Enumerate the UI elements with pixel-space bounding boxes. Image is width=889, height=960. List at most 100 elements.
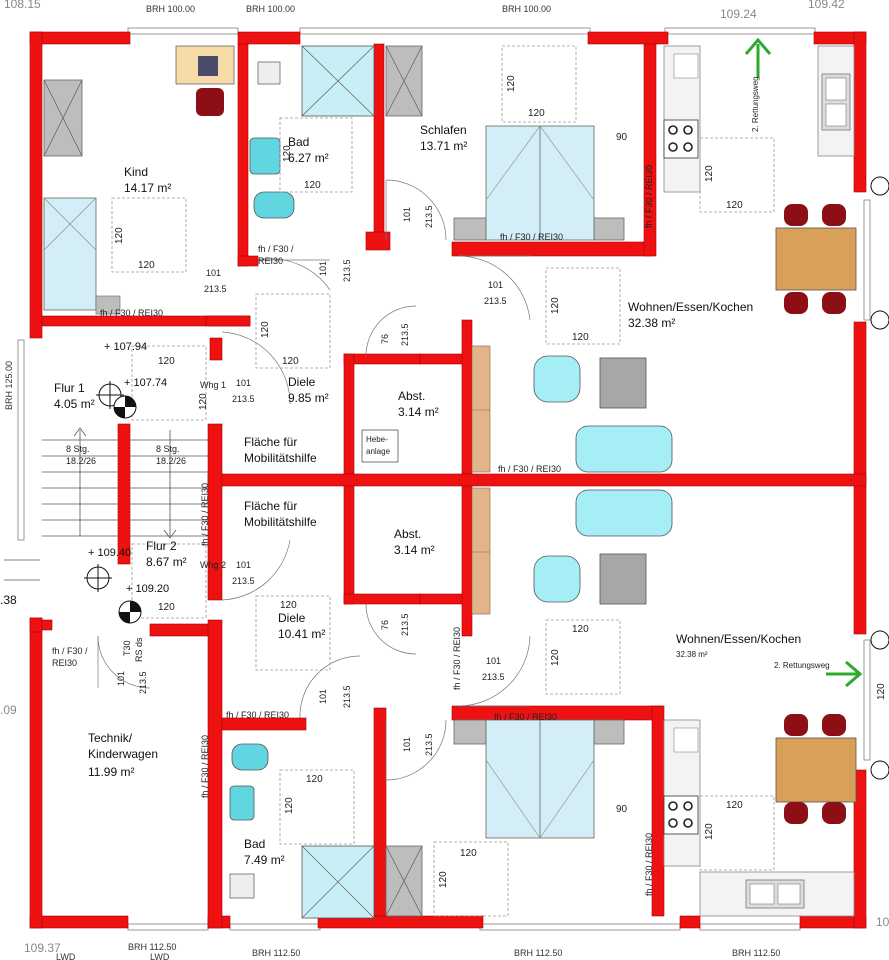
fire-ratings: fh / F30 / REI30 fh / F30 / REI30 fh / F… — [52, 165, 654, 896]
room-area-flur1: 4.05 m² — [54, 397, 95, 411]
brh-label: BRH 125.00 — [4, 361, 14, 410]
room-area-flur2: 8.67 m² — [146, 555, 187, 569]
rettungsweg-label-bottom: 2. Rettungsweg — [774, 661, 830, 670]
room-name-flur2: Flur 2 — [146, 539, 177, 553]
dim-door-2135: 213.5 — [400, 613, 410, 636]
hebeanlage-label-1: Hebe- — [366, 435, 388, 444]
coffee-table-bottom — [599, 553, 647, 605]
dim-120: 120 — [284, 797, 295, 814]
fire-label-bad-top-2: REI30 — [258, 256, 283, 266]
hebeanlage-box — [361, 429, 399, 463]
brh-label: BRH 100.00 — [502, 4, 551, 14]
elevation-label: 109.42 — [808, 0, 845, 11]
brh-label: BRH 112.50 — [514, 948, 562, 958]
dim-door-101: 101 — [206, 268, 221, 278]
elevation-label: .38 — [0, 593, 17, 607]
stairs-left-1: 8 Stg. — [66, 444, 90, 454]
fire-label-technik-wall: fh / F30 / REI30 — [200, 735, 210, 798]
room-name-wohnen-bottom: Wohnen/Essen/Kochen — [676, 632, 801, 646]
dim-door-2135: 213.5 — [342, 259, 352, 282]
washbasin-top — [249, 137, 281, 175]
sofa-bottom — [575, 489, 673, 537]
dim-120: 120 — [138, 260, 155, 271]
t30-label: T30 — [122, 640, 132, 656]
dim-120: 120 — [572, 624, 589, 635]
room-name-flur1: Flur 1 — [54, 381, 85, 395]
room-name-abst-top: Abst. — [398, 389, 425, 403]
bath-fixtures — [229, 45, 375, 919]
dim-door-101: 101 — [402, 207, 412, 222]
room-name-technik-1: Technik/ — [88, 731, 133, 745]
dim-door-76: 76 — [380, 620, 390, 630]
room-name-diele-bottom: Diele — [278, 611, 306, 625]
lwd-label: LWD — [150, 952, 170, 960]
elevation-label: + 107.74 — [124, 377, 167, 389]
dim-120: 120 — [304, 180, 321, 191]
brh-label: BRH 100.00 — [146, 4, 195, 14]
room-area-bad-top: 6.27 m² — [288, 151, 329, 165]
bed-kind — [43, 197, 97, 311]
walls — [29, 31, 867, 929]
elevation-label: 108.15 — [4, 0, 41, 11]
fire-label-bedroom-bottom: fh / F30 / REI30 — [494, 712, 557, 722]
wood-panel-top — [471, 345, 491, 473]
rs-label: RS ds — [134, 637, 144, 662]
room-area-diele-top: 9.85 m² — [288, 391, 329, 405]
dim-120: 120 — [528, 108, 545, 119]
dim-120: 120 — [460, 848, 477, 859]
dim-120: 120 — [114, 227, 125, 244]
beds — [43, 125, 595, 839]
fire-label-bad-top-1: fh / F30 / — [258, 244, 294, 254]
dim-door-76: 76 — [380, 334, 390, 344]
drain-bottom — [229, 873, 255, 899]
elevation-label: 10 — [876, 915, 889, 929]
fire-label-abst-bottom: fh / F30 / REI30 — [452, 627, 462, 690]
dim-door-101: 101 — [402, 737, 412, 752]
room-labels: Kind 14.17 m² Bad 6.27 m² Schlafen 13.71… — [54, 123, 801, 867]
hob-top — [663, 119, 699, 159]
dining-table-top — [775, 227, 857, 291]
stairs-right-2: 18.2/26 — [156, 456, 186, 466]
stairs-right-1: 8 Stg. — [156, 444, 180, 454]
dim-120: 120 — [198, 393, 209, 410]
room-name-bad-top: Bad — [288, 135, 309, 149]
living-furniture — [175, 45, 857, 824]
elevation-markers — [84, 176, 889, 780]
dim-120: 120 — [306, 774, 323, 785]
fire-label-bad-bottom: fh / F30 / REI30 — [226, 710, 289, 720]
dim-door-2135: 213.5 — [484, 296, 507, 306]
dim-120: 120 — [438, 871, 449, 888]
room-name-technik-2: Kinderwagen — [88, 747, 158, 761]
wohnung-1-label: Whg 1 — [200, 380, 226, 390]
rettungsweg-label-top: 2. Rettungsweg — [751, 76, 760, 132]
dim-door-2135: 213.5 — [400, 323, 410, 346]
dim-door-101: 101 — [116, 671, 126, 686]
brh-labels: BRH 100.00 BRH 100.00 BRH 100.00 BRH 112… — [4, 4, 780, 960]
dim-120: 120 — [282, 145, 293, 162]
dining-table-bottom — [775, 737, 857, 803]
kitchen — [663, 45, 855, 917]
brh-label: BRH 112.50 — [128, 942, 176, 952]
dim-door-2135: 213.5 — [204, 284, 227, 294]
fire-label-technik-1: fh / F30 / — [52, 646, 88, 656]
brh-label: BRH 112.50 — [732, 948, 780, 958]
room-area-diele-bottom: 10.41 m² — [278, 627, 325, 641]
elevation-label: + 107.94 — [104, 341, 147, 353]
doors — [97, 179, 531, 781]
fire-label-center: fh / F30 / REI30 — [498, 464, 561, 474]
coffee-table-top — [599, 357, 647, 409]
toilet-top — [253, 191, 295, 219]
elevation-label: 109.24 — [720, 7, 757, 21]
armchair-bottom — [533, 555, 581, 603]
dim-120: 120 — [260, 321, 271, 338]
dim-120: 120 — [704, 165, 715, 182]
fire-label-kind: fh / F30 / REI30 — [100, 308, 163, 318]
dim-door-2135: 213.5 — [482, 672, 505, 682]
dim-door-101: 101 — [236, 560, 251, 570]
dim-door-101: 101 — [318, 689, 328, 704]
dim-90: 90 — [616, 804, 628, 815]
stairs-left-2: 18.2/26 — [66, 456, 96, 466]
room-name-schlafen: Schlafen — [420, 123, 467, 137]
